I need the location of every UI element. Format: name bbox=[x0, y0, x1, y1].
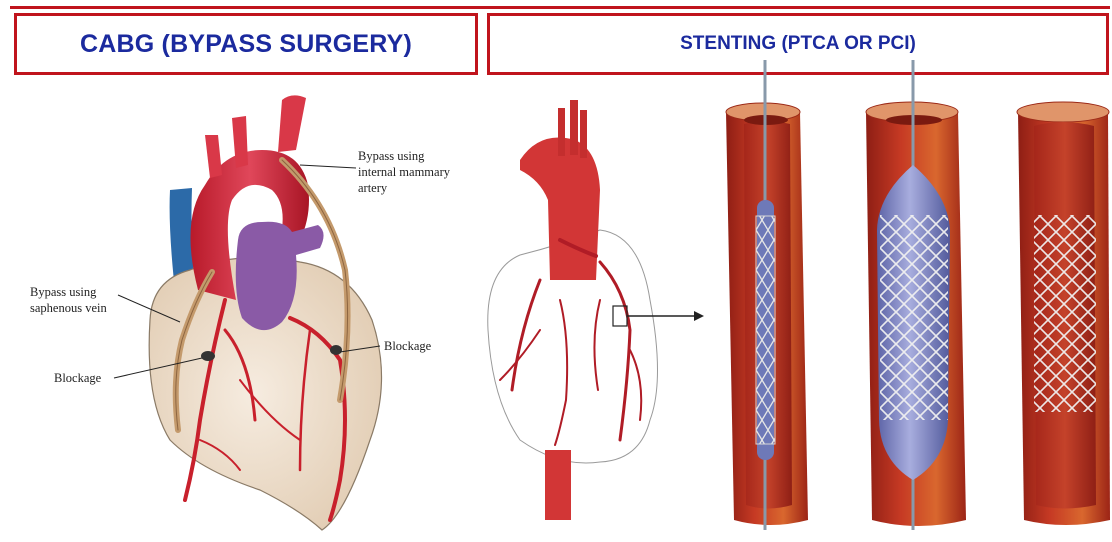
crimped-stent bbox=[756, 216, 775, 444]
expanded-stent-2 bbox=[880, 215, 948, 420]
label-saphenous-1: Bypass using bbox=[30, 285, 97, 299]
vessel-deflated-stent bbox=[726, 60, 808, 530]
label-mammary-2: internal mammary bbox=[358, 165, 451, 179]
stent-heart-illustration bbox=[488, 100, 704, 520]
label-saphenous-2: saphenous vein bbox=[30, 301, 107, 315]
vessel-inflated-balloon bbox=[866, 60, 966, 530]
blockage-right-marker bbox=[330, 345, 342, 355]
subclavian-artery bbox=[278, 95, 306, 152]
label-mammary-3: artery bbox=[358, 181, 388, 195]
cabg-heart-illustration bbox=[149, 95, 381, 530]
arrow-icon bbox=[694, 311, 704, 321]
label-blockage-left: Blockage bbox=[54, 371, 102, 385]
descending-aorta bbox=[545, 450, 571, 520]
label-blockage-right: Blockage bbox=[384, 339, 432, 353]
blockage-left-marker bbox=[201, 351, 215, 361]
deployed-stent bbox=[1034, 215, 1096, 412]
vessel-deployed-stent bbox=[1017, 102, 1110, 525]
label-mammary-1: Bypass using bbox=[358, 149, 425, 163]
